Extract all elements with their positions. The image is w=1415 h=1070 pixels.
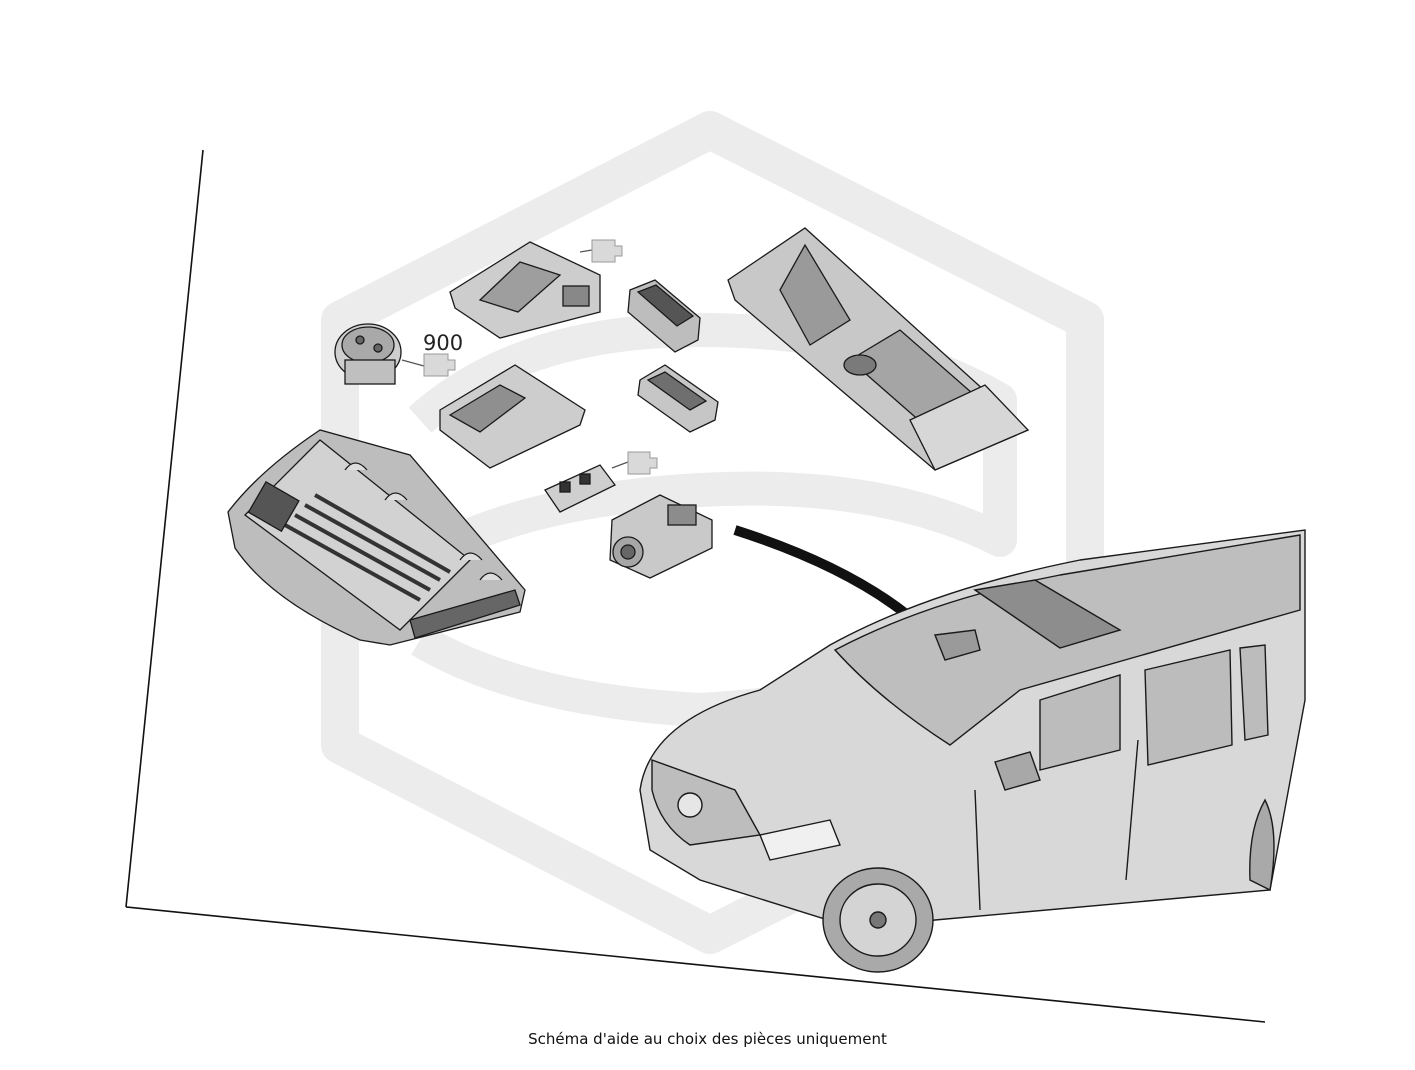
- switch-unit: [627, 279, 701, 353]
- diagram-caption: Schéma d'aide au choix des pièces unique…: [528, 1030, 887, 1048]
- floor-frame: [125, 149, 1266, 1023]
- sensor-module: [609, 494, 713, 579]
- upper-carrier-bracket: [449, 239, 623, 339]
- circuit-board: [544, 451, 658, 513]
- middle-housing: [439, 364, 586, 469]
- roof-console-frame: [727, 227, 1030, 471]
- rotary-module: [334, 323, 456, 385]
- overhead-console-cover: [227, 429, 526, 646]
- vehicle-illustration: [639, 529, 1306, 973]
- part-number-label: 900: [423, 331, 463, 355]
- tray-piece: [637, 364, 719, 433]
